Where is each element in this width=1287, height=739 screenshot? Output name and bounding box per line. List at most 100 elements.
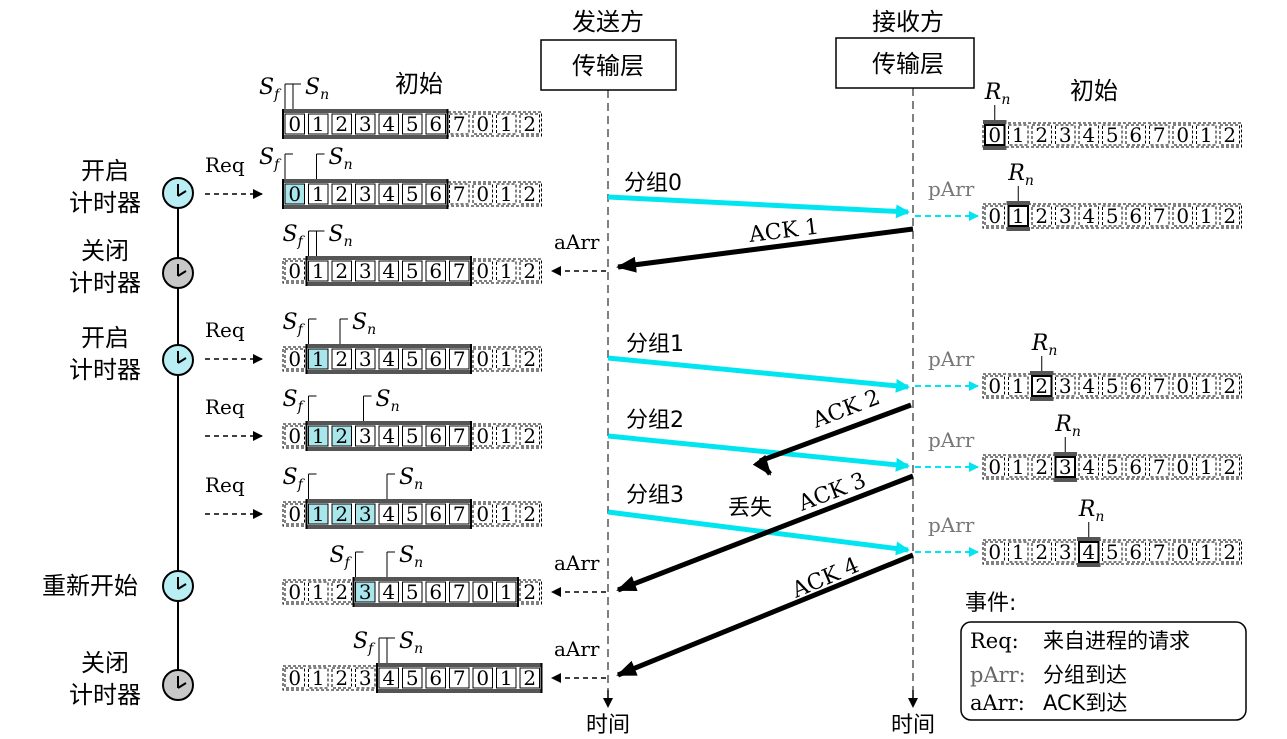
sender-window-6-cell-num: 5	[406, 580, 419, 604]
sender-window-5-cell-num: 0	[476, 502, 489, 526]
sender-window-0-sf-label: Sf	[259, 75, 282, 103]
sender-window-3-cell-num: 5	[406, 347, 419, 371]
sender-window-0-sn-sub: n	[320, 87, 329, 103]
receiver-window-1-cell-num: 2	[1035, 204, 1048, 228]
sender-window-0-sf-sub: f	[273, 87, 282, 103]
sender-window-0-cell-num: 1	[500, 112, 513, 136]
receiver-window-1-cell	[1055, 205, 1076, 227]
receiver-window-0-rn-sub: n	[1001, 92, 1010, 108]
sender-window-1-cell	[378, 183, 399, 205]
sender-window-4-cell-num: 3	[359, 424, 372, 448]
sender-window-5-cell	[308, 503, 329, 525]
receiver-window-0-cell-num: 0	[1176, 123, 1189, 147]
receiver-window-3-rn-sub: n	[1072, 424, 1081, 440]
sender-window-1-window-top-bar	[283, 179, 448, 183]
receiver-layer-box	[835, 37, 975, 89]
sender-window-5-cell-num: 5	[406, 502, 419, 526]
sender-window-3-sf-label: Sf	[283, 310, 306, 338]
sender-window-4-cell	[355, 425, 376, 447]
sender-window-7-sf-label: Sf	[353, 629, 376, 657]
sender-window-4-cell-num: 7	[453, 424, 466, 448]
legend-text-req: 来自进程的请求	[1043, 629, 1190, 653]
sender-window-5-cell	[472, 503, 493, 525]
sender-window-4-cell-num: 5	[406, 424, 419, 448]
receiver-title: 接收方	[872, 8, 944, 36]
receiver-window-3-cell-num: 4	[1082, 455, 1095, 479]
sender-window-0-cell	[425, 113, 446, 135]
sender-window-7-cell-num: 1	[312, 666, 325, 690]
timer-1-line2: 计时器	[69, 269, 141, 297]
sender-window-2-cell	[472, 260, 493, 282]
sender-window-6-cell	[378, 581, 399, 603]
sender-window-6-window-bottom-bar	[353, 603, 518, 607]
sender-window-3-cell	[355, 348, 376, 370]
receiver-window-1-rn-label: Rn	[1007, 161, 1034, 189]
sender-window-0-cell-num: 5	[406, 112, 419, 136]
sender-window-6-cell-num: 1	[312, 580, 325, 604]
receiver-window-0-row-frame	[982, 122, 1242, 148]
receiver-window-1-cell-num: 3	[1059, 204, 1072, 228]
receiver-window-4-cell	[984, 541, 1005, 563]
receiver-window-1-cell-num: 0	[988, 204, 1001, 228]
sender-window-6-cell	[519, 581, 540, 603]
sender-window-1-cell	[331, 183, 352, 205]
sender-window-6-arr-label: aArr	[554, 551, 600, 575]
sender-window-5-req-label: Req	[205, 473, 245, 497]
receiver-window-2-cell	[984, 375, 1005, 397]
receiver-window-3-cell	[1054, 456, 1076, 478]
sender-window-7-window-top-bar	[377, 663, 542, 667]
receiver-window-4-cell	[1172, 541, 1193, 563]
receiver-window-2-cell-num: 0	[988, 374, 1001, 398]
ack-4-arrow	[616, 552, 914, 678]
receiver-window-3-cell-num: 1	[1012, 455, 1025, 479]
receiver-window-3-cell-num: 0	[988, 455, 1001, 479]
sender-window-2-cell-num: 0	[288, 259, 301, 283]
packet-3-arrow	[607, 509, 910, 556]
receiver-window-1-cell	[1007, 205, 1029, 227]
sender-window-2-cell	[402, 260, 423, 282]
sender-window-6-cell	[449, 581, 470, 603]
timer-3-line1: 重新开始	[42, 572, 138, 600]
sender-window-6-cell-num: 6	[429, 580, 442, 604]
receiver-window-2-cell	[1055, 375, 1076, 397]
sender-window-0-cell	[331, 113, 352, 135]
sender-window-7-cell-num: 2	[523, 666, 536, 690]
sender-window-1-cell-num: 6	[429, 182, 442, 206]
sender-window-3-req-label: Req	[205, 318, 245, 342]
timer-1-clock-hand-d	[177, 270, 187, 277]
timer-4-clock-hand-d	[177, 682, 187, 689]
legend-key-aarr: aArr:	[970, 691, 1025, 715]
sender-window-6-sn-label: Sn	[399, 543, 423, 571]
sender-window-4-sn-label: Sn	[376, 387, 400, 415]
receiver-window-0-cell	[1196, 124, 1217, 146]
receiver-window-3-cell-num: 3	[1059, 455, 1072, 479]
sender-window-6-cell-num: 4	[382, 580, 395, 604]
receiver-window-2-rn-top-bar	[1030, 371, 1054, 375]
sender-window-2-cell	[331, 260, 352, 282]
sender-window-3-cell	[284, 348, 305, 370]
receiver-window-2-cell	[1219, 375, 1240, 397]
sender-window-4-cell	[449, 425, 470, 447]
receiver-window-4-cell	[1125, 541, 1146, 563]
sender-window-1-cell	[308, 183, 329, 205]
sender-window-6-cell	[355, 581, 376, 603]
receiver-window-2-cell-num: 5	[1106, 374, 1119, 398]
sender-layer: 传输层	[572, 52, 644, 80]
timer-1-line1: 关闭	[81, 237, 129, 265]
sender-window-1-sn-sub: n	[344, 157, 353, 173]
sender-window-2-cell	[378, 260, 399, 282]
receiver-window-0-rn-top-bar	[983, 120, 1007, 124]
receiver-window-2-cell	[1008, 375, 1029, 397]
receiver-window-3-cell	[1149, 456, 1170, 478]
sender-window-0-cell-num: 0	[288, 112, 301, 136]
sender-window-5-window-top-bar	[306, 499, 471, 503]
receiver-window-2-cell	[1196, 375, 1217, 397]
receiver-window-4-rn-label: Rn	[1078, 497, 1105, 525]
receiver-window-3-rn-bottom-bar	[1053, 478, 1077, 482]
sender-window-7-sn-sub: n	[414, 641, 423, 657]
sender-window-5-cell	[519, 503, 540, 525]
receiver-window-4-cell	[1149, 541, 1170, 563]
sender-window-4-cell	[331, 425, 352, 447]
sender-window-0-cell	[378, 113, 399, 135]
sender-window-7-cell-num: 7	[453, 666, 466, 690]
